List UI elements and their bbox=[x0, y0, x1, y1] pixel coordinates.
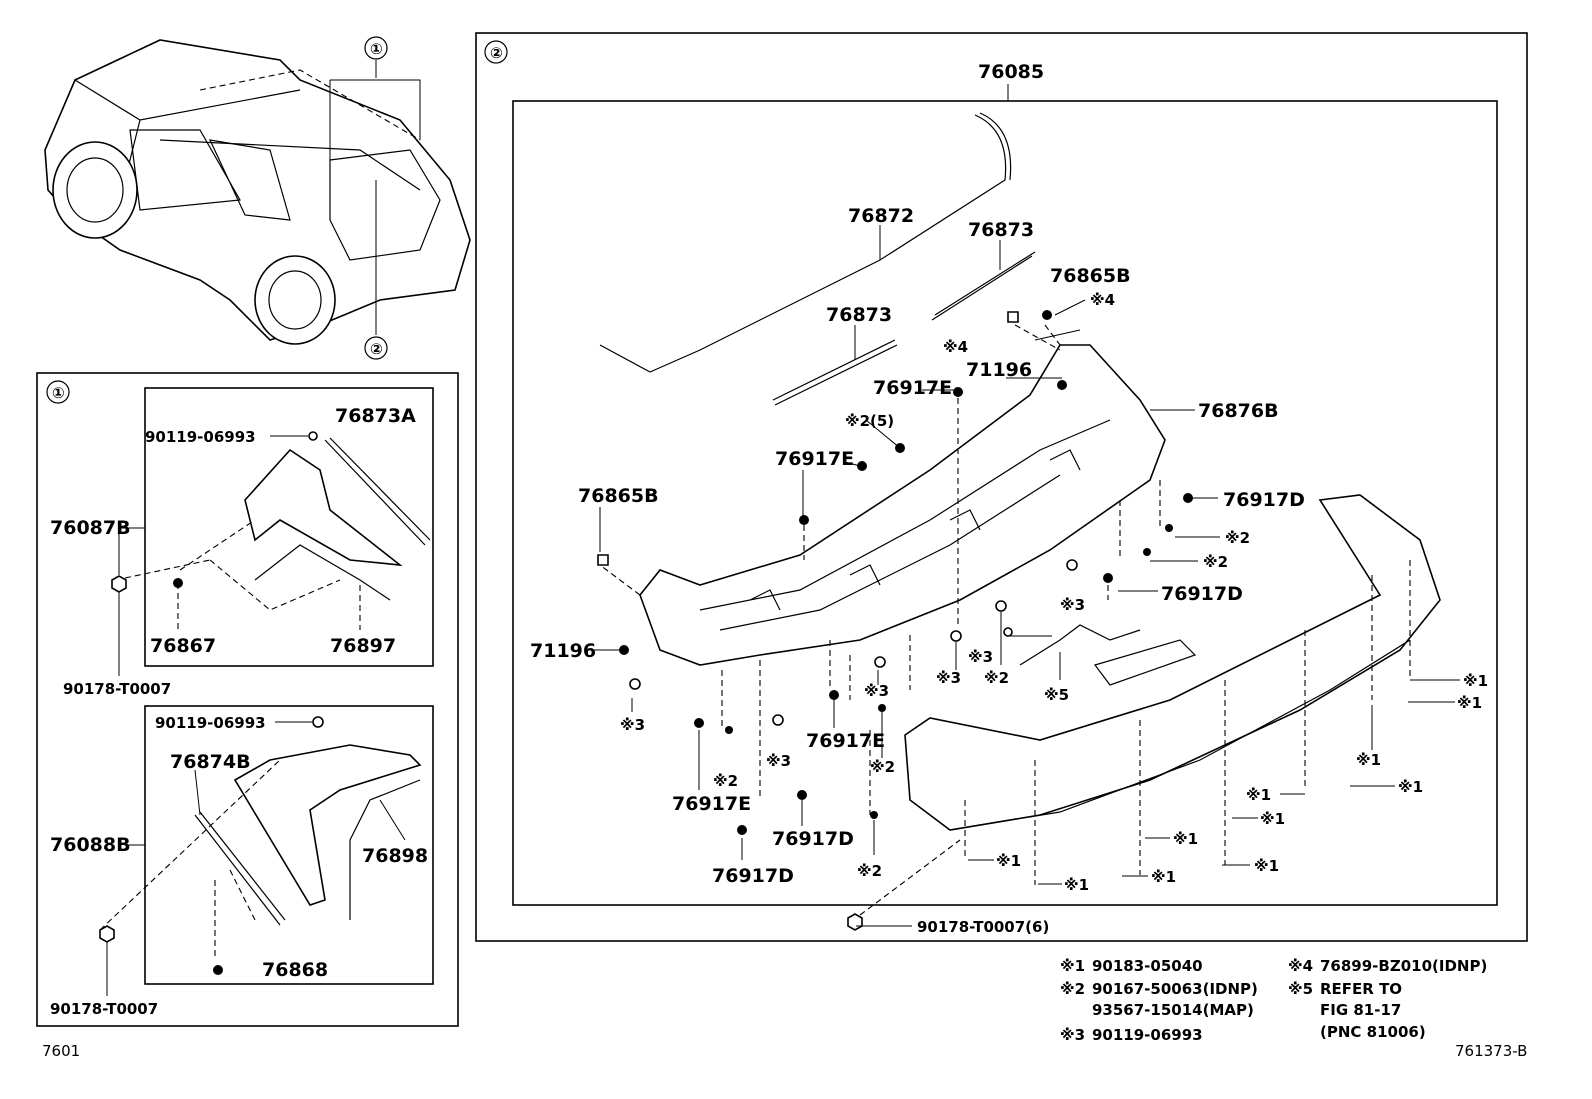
mark-1-g: ※1 bbox=[1173, 830, 1198, 848]
label-76865B-b: 76865B bbox=[578, 485, 659, 507]
legend-text-2b: 93567-15014(MAP) bbox=[1092, 1001, 1254, 1019]
label-90119-06993-b: 90119-06993 bbox=[155, 714, 266, 732]
mark-4-top: ※4 bbox=[1090, 291, 1115, 309]
label-76873-b: 76873 bbox=[826, 304, 892, 326]
label-76917E-a: 76917E bbox=[873, 377, 952, 399]
mark-1-f: ※1 bbox=[1260, 810, 1285, 828]
callout-1-panel: ① bbox=[52, 384, 65, 402]
callout-2-bottom: ② bbox=[370, 340, 383, 358]
label-76876B: 76876B bbox=[1198, 400, 1279, 422]
mark-1-b: ※1 bbox=[1457, 694, 1482, 712]
label-76917E-c: 76917E bbox=[806, 730, 885, 752]
mark-2-e: ※2 bbox=[713, 772, 738, 790]
legend-text-4: 76899-BZ010(IDNP) bbox=[1320, 957, 1487, 975]
mark-1-i: ※1 bbox=[1254, 857, 1279, 875]
callout-2-panel: ② bbox=[490, 44, 503, 62]
label-76867: 76867 bbox=[150, 635, 216, 657]
label-76917D-b: 76917D bbox=[1161, 583, 1243, 605]
label-71196-b: 71196 bbox=[530, 640, 596, 662]
mark-1-c: ※1 bbox=[1356, 751, 1381, 769]
mark-2-r1: ※2 bbox=[1225, 529, 1250, 547]
vehicle-overview: ① ② bbox=[44, 36, 471, 360]
group-1-panel: ① 90119-06993 76873A 76867 76897 76087B … bbox=[36, 372, 459, 1027]
mark-1-a: ※1 bbox=[1463, 672, 1488, 690]
mark-1-j: ※1 bbox=[1151, 868, 1176, 886]
label-76872: 76872 bbox=[848, 205, 914, 227]
label-76898: 76898 bbox=[362, 845, 428, 867]
mark-1-k: ※1 bbox=[1064, 876, 1089, 894]
label-76917E-b: 76917E bbox=[775, 448, 854, 470]
label-90178-T0007-b: 90178-T0007 bbox=[50, 1000, 158, 1018]
label-76874B: 76874B bbox=[170, 751, 251, 773]
label-76868: 76868 bbox=[262, 959, 328, 981]
label-71196-a: 71196 bbox=[966, 359, 1032, 381]
label-90178-T0007-a: 90178-T0007 bbox=[63, 680, 171, 698]
mark-2-5: ※2(5) bbox=[845, 412, 894, 430]
legend-text-5b: FIG 81-17 bbox=[1320, 1001, 1401, 1019]
label-76897: 76897 bbox=[330, 635, 396, 657]
legend: ※1 90183-05040 ※2 90167-50063(IDNP) 9356… bbox=[1060, 957, 1487, 1044]
mark-3-b: ※3 bbox=[968, 648, 993, 666]
label-76873A: 76873A bbox=[335, 405, 416, 427]
label-76087B: 76087B bbox=[50, 517, 131, 539]
label-76917E-d: 76917E bbox=[672, 793, 751, 815]
mark-3-d: ※3 bbox=[864, 682, 889, 700]
legend-text-5: REFER TO bbox=[1320, 980, 1402, 998]
footer-right-code: 761373-B bbox=[1455, 1042, 1527, 1060]
legend-mark-2: ※2 bbox=[1060, 980, 1085, 998]
group-2-panel: ② 76085 76872 76873 76873 76876B bbox=[475, 32, 1528, 942]
mark-2-d: ※2 bbox=[870, 758, 895, 776]
legend-mark-5: ※5 bbox=[1288, 980, 1313, 998]
legend-mark-1: ※1 bbox=[1060, 957, 1085, 975]
mark-3-a: ※3 bbox=[1060, 596, 1085, 614]
legend-mark-3: ※3 bbox=[1060, 1026, 1085, 1044]
mark-4-mid: ※4 bbox=[943, 338, 968, 356]
label-76088B: 76088B bbox=[50, 834, 131, 856]
callout-1-top: ① bbox=[370, 40, 383, 58]
mark-1-h: ※1 bbox=[996, 852, 1021, 870]
label-90178-T0007-6: 90178-T0007(6) bbox=[917, 918, 1049, 936]
label-76873-a: 76873 bbox=[968, 219, 1034, 241]
label-90119-06993-a: 90119-06993 bbox=[145, 428, 256, 446]
legend-text-2: 90167-50063(IDNP) bbox=[1092, 980, 1258, 998]
legend-text-1: 90183-05040 bbox=[1092, 957, 1203, 975]
mark-5: ※5 bbox=[1044, 686, 1069, 704]
mark-2-c: ※2 bbox=[984, 669, 1009, 687]
label-76917D-a: 76917D bbox=[1223, 489, 1305, 511]
label-76917D-d: 76917D bbox=[712, 865, 794, 887]
legend-mark-4: ※4 bbox=[1288, 957, 1313, 975]
footer-left-code: 7601 bbox=[42, 1042, 80, 1060]
mark-3-e: ※3 bbox=[620, 716, 645, 734]
legend-text-3: 90119-06993 bbox=[1092, 1026, 1203, 1044]
label-76085: 76085 bbox=[978, 61, 1044, 83]
mark-2-f: ※2 bbox=[857, 862, 882, 880]
mark-1-d: ※1 bbox=[1398, 778, 1423, 796]
mark-1-e: ※1 bbox=[1246, 786, 1271, 804]
label-76917D-c: 76917D bbox=[772, 828, 854, 850]
mark-2-r2: ※2 bbox=[1203, 553, 1228, 571]
mark-3-c: ※3 bbox=[936, 669, 961, 687]
mark-3-f: ※3 bbox=[766, 752, 791, 770]
label-76865B-a: 76865B bbox=[1050, 265, 1131, 287]
legend-text-5c: (PNC 81006) bbox=[1320, 1023, 1426, 1041]
